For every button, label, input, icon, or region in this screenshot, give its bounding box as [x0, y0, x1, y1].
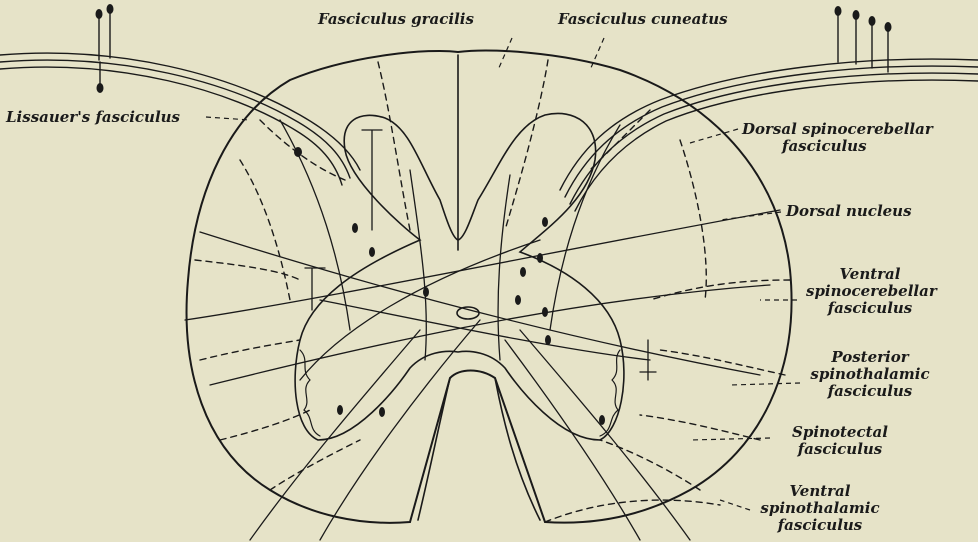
label-line: spinothalamic: [806, 366, 934, 383]
label-line: spinocerebellar: [806, 283, 934, 300]
label-line: fasciculus: [780, 441, 900, 458]
label-dorsal-spinocerebellar: Dorsal spinocerebellar fasciculus: [742, 121, 933, 155]
label-fasciculus-gracilis: Fasciculus gracilis: [318, 11, 474, 28]
cord-outline: [187, 51, 792, 523]
label-fasciculus-cuneatus: Fasciculus cuneatus: [558, 11, 728, 28]
ventral-fissure: [418, 378, 540, 520]
label-lissauers-fasciculus: Lissauer's fasciculus: [6, 109, 180, 126]
label-ventral-spinocerebellar: Ventral spinocerebellar fasciculus: [806, 266, 934, 317]
label-line: Dorsal spinocerebellar: [742, 121, 933, 138]
label-line: fasciculus: [742, 138, 933, 155]
label-line: spinothalamic: [760, 500, 880, 517]
label-line: fasciculus: [806, 383, 934, 400]
label-line: Ventral: [806, 266, 934, 283]
label-line: fasciculus: [760, 517, 880, 534]
gray-matter: [295, 113, 624, 440]
label-ventral-spinothalamic: Ventral spinothalamic fasciculus: [760, 483, 880, 534]
label-spinotectal: Spinotectal fasciculus: [780, 424, 900, 458]
label-line: fasciculus: [806, 300, 934, 317]
label-line: Spinotectal: [780, 424, 900, 441]
label-line: Ventral: [760, 483, 880, 500]
label-dorsal-nucleus: Dorsal nucleus: [786, 203, 912, 220]
label-posterior-spinothalamic: Posterior spinothalamic fasciculus: [806, 349, 934, 400]
label-line: Posterior: [806, 349, 934, 366]
